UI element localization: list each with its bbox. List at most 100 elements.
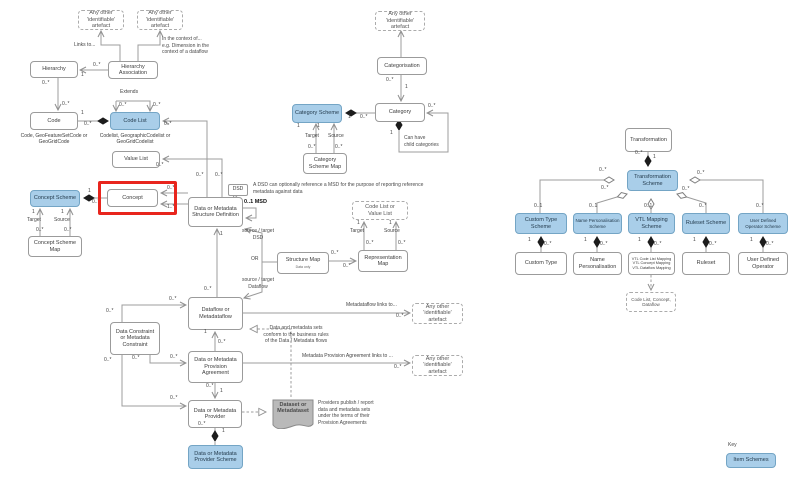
edge-label: 0..* [164,121,172,127]
node-label: Code List, Concept, Dataflow [631,296,671,307]
edge-label: Key [728,442,737,448]
node-label: User Defined Operator Scheme [745,218,781,229]
node-value-list: Value List [112,151,160,168]
edge-label: OR [250,256,260,263]
note: A DSD can optionally reference a MSD for… [253,182,424,195]
node-sublabel: Data only [295,264,311,269]
connector-17 [245,229,263,262]
connector-0 [101,31,121,61]
node-label: Category Scheme Map [308,157,342,170]
connector-1 [137,31,160,61]
note: Can have child categories [404,135,439,148]
edge-label: 0..* [544,241,552,247]
node-transformation-scheme: Transformation Scheme [627,170,678,191]
node-label: DSD [232,186,244,193]
node-data-or-metadata-provision-agreement: Data or Metadata Provision Agreement [188,351,243,383]
edge-label: 0..* [756,203,764,209]
edge-label: 0..* [599,167,607,173]
node-data-or-metadata-structure-definition: Data or Metadata Structure Definition [188,197,243,227]
node-label: Data Constraint or Metadata Constraint [115,328,155,348]
node-label: Concept Scheme [33,195,77,202]
edge-label: 0..* [156,162,164,168]
edge-label: 0..* [709,241,717,247]
node-label: Structure Map [285,257,321,264]
edge-label: 1 [317,123,320,129]
edge-label: 0..1 [644,203,653,209]
node-user-defined-operator: User Defined Operator [738,252,788,275]
node-code: Code [30,112,78,130]
edge-label: 1 [348,114,351,120]
node-vtl-mapping-scheme: VTL Mapping Scheme [628,213,675,234]
node-caption-code: Code, GeoFeatureSetCode or GeoGridCode [20,133,88,145]
connector-26 [149,355,186,363]
edge-label: 1 [297,123,300,129]
node-data-constraint-or-metadata-constraint: Data Constraint or Metadata Constraint [110,322,160,355]
node-custom-type-scheme: Custom Type Scheme [515,213,567,234]
connector-46 [689,176,764,213]
edge-label: 0..* [366,240,374,246]
node-custom-type: Custom Type [515,252,567,275]
note: In the context of... e.g. Dimension in t… [162,36,209,55]
node-category-scheme-map: Category Scheme Map [303,153,347,174]
edge-label: 1 [638,237,641,243]
node-label: Hierarchy [42,66,66,73]
edge-label: Metadata Provision Agreement links to ..… [302,353,393,359]
edge-label: 0..* [699,203,707,209]
edge-label: 0..* [218,339,226,345]
node-label: Code List [123,117,147,124]
node-any-other-identifiable-artefact-4: Any other 'identifiable' artefact [412,355,463,376]
connector-18 [244,262,263,298]
node-code-list: Code List [110,112,160,130]
node-code-list-or-value-list: Code List or Value List [352,201,408,220]
edge-label: 0..* [93,62,101,68]
edge-label: 1 [390,130,393,136]
edge-label: 1 [405,84,408,90]
connector-24 [250,329,292,397]
edge-label: 0..* [394,364,402,370]
edge-label: 0..* [654,241,662,247]
node-any-other-identifiable-artefact-2: Any other 'identifiable' artefact [137,10,183,30]
edge-label: 0..1 [534,203,543,209]
node-category-scheme: Category Scheme [292,104,342,123]
node-dsd-tag: DSD [228,184,248,196]
edge-label: 0..* [64,227,72,233]
edge-label: 0..* [62,101,70,107]
edge-label: 1 [32,209,35,215]
node-transformation: Transformation [625,128,672,152]
edge-label: 1 [220,231,223,237]
edge-label: 0..* [153,102,161,108]
node-dataflow-or-metadataflow: Dataflow or Metadataflow [188,297,243,330]
edge-label: 1..* [167,204,175,210]
node-label: Dataset or Metadataset [277,402,309,415]
edge-label: 0..* [167,185,175,191]
edge-label: Source [54,217,70,223]
node-label: Transformation Scheme [634,174,671,187]
edge-label: 1 [220,388,223,394]
node-any-other-identifiable-artefact-3: Any other 'identifiable' artefact [412,303,463,324]
note: Providers publish / report data and meta… [318,400,374,426]
node-item-schemes-key: Item Schemes [726,453,776,468]
node-ruleset: Ruleset [682,252,730,275]
node-label: Any other 'identifiable' artefact [86,10,116,30]
node-code-list-concept-dataflow: Code List, Concept, Dataflow [626,292,676,312]
node-concept-scheme: Concept Scheme [30,190,80,207]
node-user-defined-operator-scheme: User Defined Operator Scheme [738,213,788,234]
node-label: Any other 'identifiable' artefact [145,10,175,30]
node-hierarchy-association: Hierarchy Association [108,61,158,79]
edge-label: 0..* [331,250,339,256]
connector-25 [121,305,186,322]
edge-label: 0..* [682,186,690,192]
edge-label: 0..* [204,286,212,292]
node-label: Data or Metadata Provider Scheme [194,450,237,463]
node-categorisation: Categorisation [377,57,427,75]
edge-label: Metadataflow links to... [346,302,397,308]
edge-label: 0..* [396,313,404,319]
node-label: Data or Metadata Provision Agreement [194,357,237,377]
connector-15 [243,207,257,218]
edge-label: Source [328,133,344,139]
node-name-personalisation: Name Personalisation [573,252,622,275]
edge-label: 0..* [198,421,206,427]
note: source / target Dataflow [242,277,274,290]
